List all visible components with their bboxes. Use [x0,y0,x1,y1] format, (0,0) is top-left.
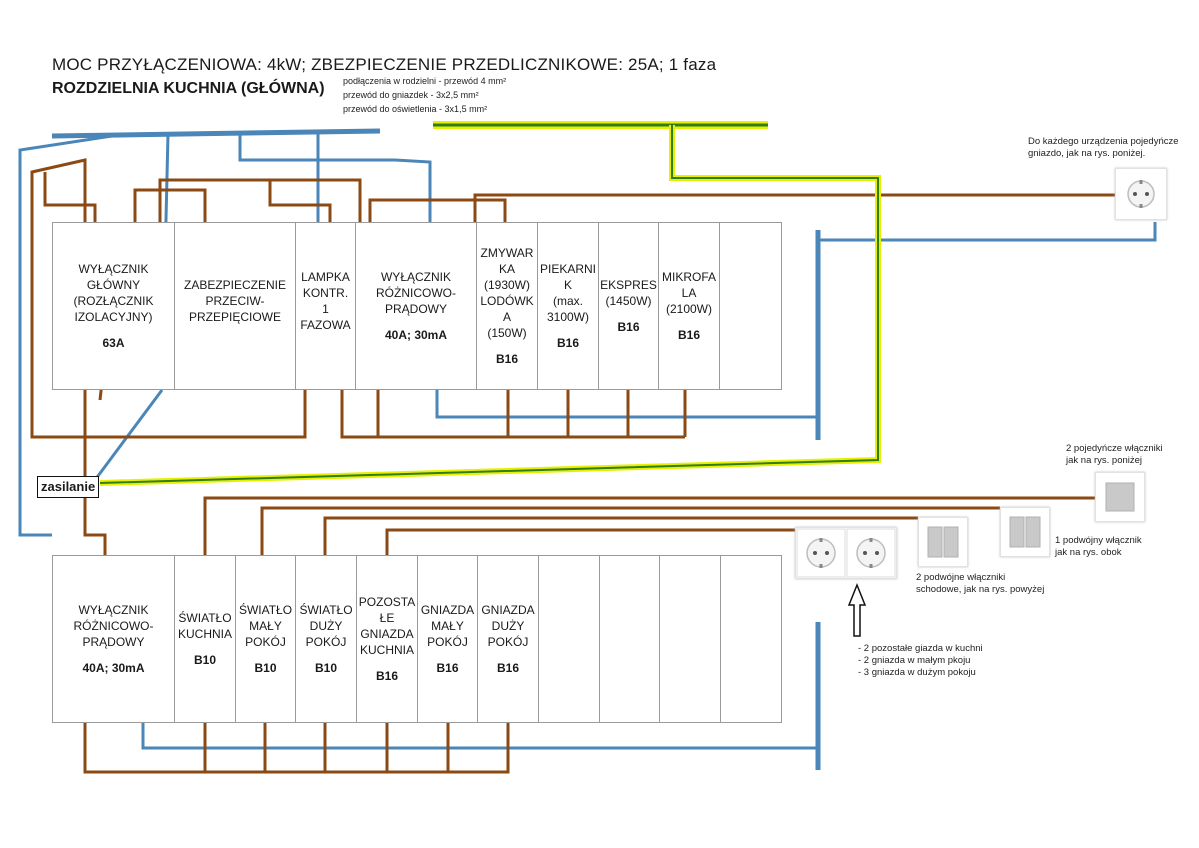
module-empty [539,556,600,722]
module-oven: PIEKARNI K (max. 3100W)B16 [538,223,599,389]
module-empty [660,556,721,722]
module-dishwasher-fridge: ZMYWAR KA (1930W) LODÓWK A (150W)B16 [477,223,538,389]
module-espresso: EKSPRES (1450W)B16 [599,223,659,389]
supply-label: zasilanie [37,476,100,498]
double-switch-icon [1000,507,1050,557]
socket-note: Do każdego urządzenia pojedyńcze gniazdo… [1028,136,1179,159]
double-switch-note: 1 podwójny włącznik jak na rys. obok [1055,535,1142,558]
double-socket-icon [795,527,897,579]
stair-switch-note: 2 podwójne włączniki schodowe, jak na ry… [916,572,1045,595]
sockets-list-note: - 2 pozostałe giazda w kuchni - 2 gniazd… [858,643,983,678]
module-main-switch: WYŁĄCZNIK GŁÓWNY (ROZŁĄCZNIK IZOLACYJNY)… [53,223,175,389]
cable-note-2: przewód do gniazdek - 3x2,5 mm² [343,90,479,100]
top-distribution-panel: WYŁĄCZNIK GŁÓWNY (ROZŁĄCZNIK IZOLACYJNY)… [52,222,782,390]
single-switch-note: 2 pojedyńcze włączniki jak na rys. poniż… [1066,443,1163,466]
module-empty [720,223,781,389]
module-empty [721,556,781,722]
cable-note-1: podłączenia w rodzielni - przewód 4 mm² [343,76,507,86]
page-title: ROZDZIELNIA KUCHNIA (GŁÓWNA) [52,80,325,97]
cable-note-3: przewód do oświetlenia - 3x1,5 mm² [343,104,488,114]
single-socket-icon [1115,168,1167,220]
stair-switch-icon [918,517,968,567]
module-control-lamp: LAMPKA KONTR. 1 FAZOWA [296,223,356,389]
module-surge-protection: ZABEZPIECZENIE PRZECIW- PRZEPIĘCIOWE [175,223,296,389]
module-empty [600,556,660,722]
connection-power-header: MOC PRZYŁĄCZENIOWA: 4kW; ZBEZPIECZENIE P… [52,55,717,74]
module-microwave: MIKROFA LA (2100W)B16 [659,223,720,389]
single-switch-icon [1095,472,1145,522]
